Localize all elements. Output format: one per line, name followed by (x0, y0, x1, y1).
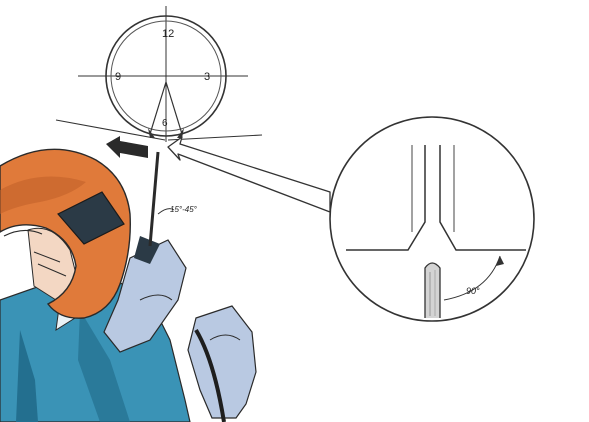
clock-label-top: 12 (162, 28, 174, 40)
electrode-angle-label: 15°-45° (170, 205, 198, 214)
arrow-left-icon (106, 136, 148, 158)
joint-detail-circle: 90° (330, 117, 534, 321)
detail-electrode (425, 263, 440, 318)
clock-label-left: 9 (115, 71, 121, 83)
clock-label-bottom: 6 (162, 118, 168, 129)
detail-angle-label: 90° (466, 286, 480, 296)
clock-label-right: 3 (204, 71, 210, 83)
callout-arrow-icon (168, 137, 330, 212)
electrode-rod (150, 152, 158, 246)
welder-figure: 15°-45° (0, 149, 256, 422)
pipe-clock-diagram: 12 9 3 6 (78, 6, 248, 142)
